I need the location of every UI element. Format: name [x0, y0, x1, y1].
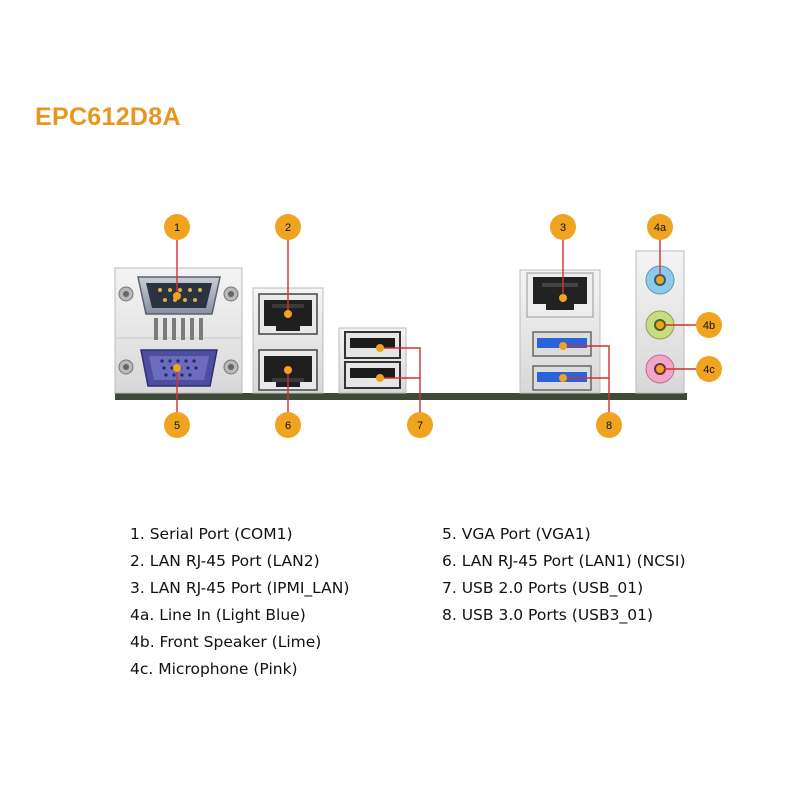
callout-4a: 4a — [647, 214, 673, 240]
leader-dots — [173, 276, 664, 382]
callout-2: 2 — [275, 214, 301, 240]
svg-text:8: 8 — [606, 420, 612, 432]
legend-item-2: 2. LAN RJ-45 Port (LAN2) — [130, 552, 320, 570]
legend-item-1: 1. Serial Port (COM1) — [130, 525, 293, 543]
callout-3: 3 — [550, 214, 576, 240]
legend-item-3: 3. LAN RJ-45 Port (IPMI_LAN) — [130, 579, 350, 597]
svg-text:1: 1 — [174, 222, 180, 234]
leader-lines — [176, 240, 697, 412]
callout-1: 1 — [164, 214, 190, 240]
legend-left: 1. Serial Port (COM1) 2. LAN RJ-45 Port … — [130, 521, 349, 683]
callout-5: 5 — [164, 412, 190, 438]
svg-text:4a: 4a — [654, 222, 667, 234]
ipmi-lan-port — [526, 272, 594, 318]
legend-item-6: 6. LAN RJ-45 Port (LAN1) (NCSI) — [442, 552, 686, 570]
usb2-ports — [338, 327, 407, 394]
svg-text:4b: 4b — [703, 320, 715, 332]
legend-item-4a: 4a. Line In (Light Blue) — [130, 606, 306, 624]
legend-right: 5. VGA Port (VGA1) 6. LAN RJ-45 Port (LA… — [442, 521, 686, 629]
svg-text:3: 3 — [560, 222, 566, 234]
callout-4b: 4b — [696, 312, 722, 338]
svg-text:4c: 4c — [703, 364, 715, 376]
legend-item-5: 5. VGA Port (VGA1) — [442, 525, 591, 543]
legend-item-8: 8. USB 3.0 Ports (USB3_01) — [442, 606, 654, 624]
page-title: EPC612D8A — [35, 103, 181, 131]
callout-8: 8 — [596, 412, 622, 438]
legend-item-7: 7. USB 2.0 Ports (USB_01) — [442, 579, 644, 597]
board-edge — [115, 393, 687, 400]
legend-item-4b: 4b. Front Speaker (Lime) — [130, 633, 322, 651]
svg-text:7: 7 — [417, 420, 423, 432]
svg-text:6: 6 — [285, 420, 291, 432]
callout-6: 6 — [275, 412, 301, 438]
callout-4c: 4c — [696, 356, 722, 382]
svg-text:2: 2 — [285, 222, 291, 234]
svg-text:5: 5 — [174, 420, 180, 432]
callout-7: 7 — [407, 412, 433, 438]
io-panel-diagram: 1 2 3 4a 4b 4c 5 6 — [114, 214, 722, 438]
legend-item-4c: 4c. Microphone (Pink) — [130, 660, 298, 678]
serial-port — [118, 276, 239, 315]
